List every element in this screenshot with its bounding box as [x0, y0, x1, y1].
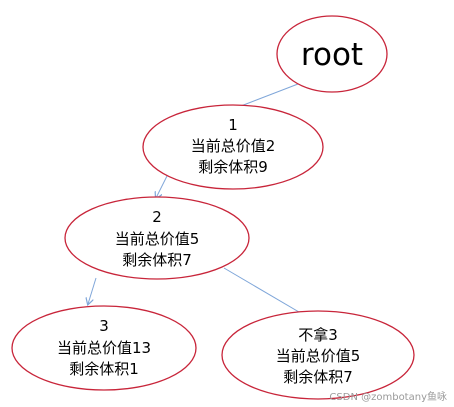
node-root-ellipse	[276, 15, 388, 93]
node-not-take-3-ellipse	[221, 310, 415, 400]
node-3-line-2: 当前总价值13	[57, 339, 151, 357]
node-1: 1 当前总价值2 剩余体积9	[142, 104, 324, 190]
node-3: 3 当前总价值13 剩余体积1	[11, 305, 197, 391]
node-2-line-2: 当前总价值5	[115, 230, 200, 248]
node-3-ellipse	[11, 305, 197, 391]
node-1-line-1: 1	[228, 116, 238, 134]
node-1-ellipse	[142, 104, 324, 190]
node-not-take-3-line-3: 剩余体积7	[283, 368, 353, 386]
node-1-line-3: 剩余体积9	[198, 158, 268, 176]
node-root-label: root	[301, 37, 363, 73]
node-1-line-2: 当前总价值2	[191, 137, 276, 155]
node-2: 2 当前总价值5 剩余体积7	[64, 196, 250, 280]
node-2-line-3: 剩余体积7	[122, 251, 192, 269]
node-not-take-3-line-2: 当前总价值5	[276, 347, 361, 365]
node-2-line-1: 2	[152, 208, 162, 226]
edge-2-to-3	[88, 277, 97, 304]
node-2-ellipse	[64, 196, 250, 280]
node-not-take-3-line-1: 不拿3	[298, 326, 338, 344]
watermark-text: CSDN @zombotany鱼咏	[329, 390, 447, 403]
node-not-take-3: 不拿3 当前总价值5 剩余体积7	[221, 310, 415, 400]
node-3-line-3: 剩余体积1	[69, 360, 139, 378]
node-root: root	[276, 15, 388, 93]
node-3-line-1: 3	[99, 317, 109, 335]
